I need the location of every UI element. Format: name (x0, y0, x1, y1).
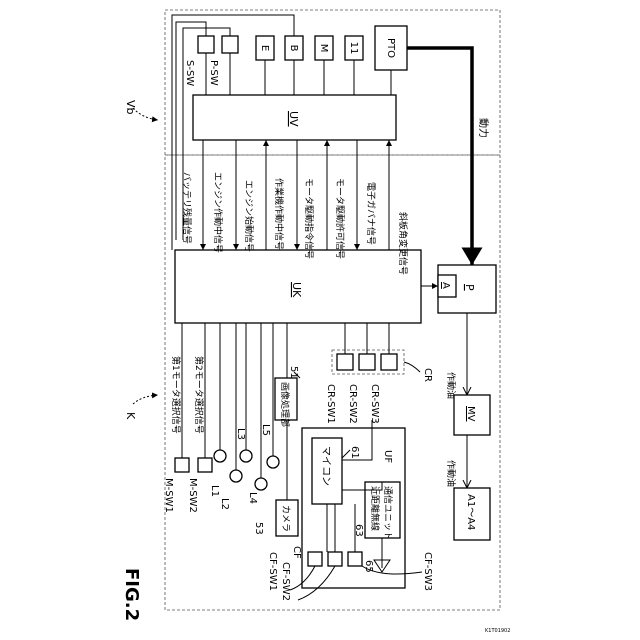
ref-cf: CF (291, 546, 302, 559)
leader-k (133, 395, 158, 404)
lamp-l2 (214, 450, 226, 462)
battery-label: B (288, 45, 299, 52)
work-machine-label: 作業機作動中信号 (273, 178, 285, 250)
battery-signal-label: バッテリ残量信号 (181, 172, 193, 244)
figure-title: FIG.2 (121, 568, 142, 621)
m-sw1-box (175, 458, 189, 472)
cr-label: CR (422, 368, 433, 382)
uf-label: UF (382, 450, 393, 463)
pto-label: PTO (385, 38, 396, 58)
cf-sw1-box (308, 552, 322, 566)
ref-51: 51 (288, 366, 299, 379)
cf-sw3-label: CF-SW3 (422, 552, 433, 591)
lamp-l4 (240, 450, 252, 462)
lamp-l4-label: L4 (247, 492, 258, 504)
s-sw-label: S-SW (184, 60, 195, 86)
leader-cr (404, 362, 420, 372)
comm-unit-label-2: 通信ユニット (382, 486, 394, 540)
cr-sw1-box (337, 354, 353, 370)
ref-53: 53 (253, 522, 264, 535)
swash-plate-label: 斜板角変更信号 (397, 212, 409, 275)
cr-sw-wires (345, 323, 389, 354)
region-label-k: K (124, 412, 137, 420)
cf-sw3-box (348, 552, 362, 566)
image-proc-label: 画像処理部 (279, 382, 291, 427)
p-sw-label: P-SW (208, 60, 219, 86)
lamp-l2-label: L2 (219, 498, 230, 510)
cr-sw2-label: CR-SW2 (347, 384, 358, 424)
region-label-vb: Vb (124, 100, 137, 115)
engine-start-label: エンジン始動信号 (243, 180, 255, 252)
actuators-label: A1～A4 (465, 494, 476, 530)
uk-label: UK (290, 282, 303, 298)
camera-label: カメラ (280, 505, 291, 532)
cf-sw2-box (328, 552, 342, 566)
motor-cmd-label: モータ駆動指令信号 (303, 178, 315, 259)
motor-permit-label: モータ駆動許可信号 (334, 178, 346, 259)
cf-sw2-label: CF-SW2 (280, 562, 291, 601)
unit-11-label: 11 (348, 42, 359, 55)
lamp-l5 (267, 456, 279, 468)
cr-sw3-box (381, 354, 397, 370)
p-sw-box (222, 36, 238, 53)
motor1-select-label: 第1モータ選択信号 (170, 356, 182, 434)
lamp-l5-label: L5 (260, 424, 271, 436)
lamp-l3 (255, 478, 267, 490)
microcomputer-label: マイコン (320, 446, 331, 486)
cr-sw2-box (359, 354, 375, 370)
mv-label: MV (465, 406, 476, 422)
cr-sw3-label: CR-SW3 (369, 384, 380, 424)
ref-61: 61 (349, 446, 360, 459)
uv-label: UV (287, 111, 300, 127)
engine-label: E (259, 45, 270, 51)
governor-label: 電子ガバナ信号 (365, 182, 377, 245)
figure-code: K1T01902 (485, 628, 510, 634)
pump-label: P (463, 284, 476, 291)
comm-unit-label-1: 近距離無線 (369, 486, 381, 531)
motor2-select-label: 第2モータ選択信号 (193, 356, 205, 434)
cf-sw1-label: CF-SW1 (267, 552, 278, 591)
oil-label-2: 作動油 (445, 460, 457, 487)
lamp-l1 (230, 470, 242, 482)
cr-sw1-label: CR-SW1 (325, 384, 336, 424)
m-sw1-label: M-SW1 (163, 478, 174, 513)
s-sw-box (198, 36, 214, 53)
motor-label: M (318, 44, 329, 53)
m-sw2-box (198, 458, 212, 472)
lamp-l3-label: L3 (235, 428, 246, 440)
a-label: A (440, 282, 451, 289)
power-label: 動力 (477, 118, 490, 138)
lamp-l1-label: L1 (209, 485, 220, 497)
engine-running-label: エンジン作動中信号 (212, 172, 224, 253)
power-flow-arrow (407, 48, 472, 265)
m-sw2-label: M-SW2 (187, 478, 198, 513)
